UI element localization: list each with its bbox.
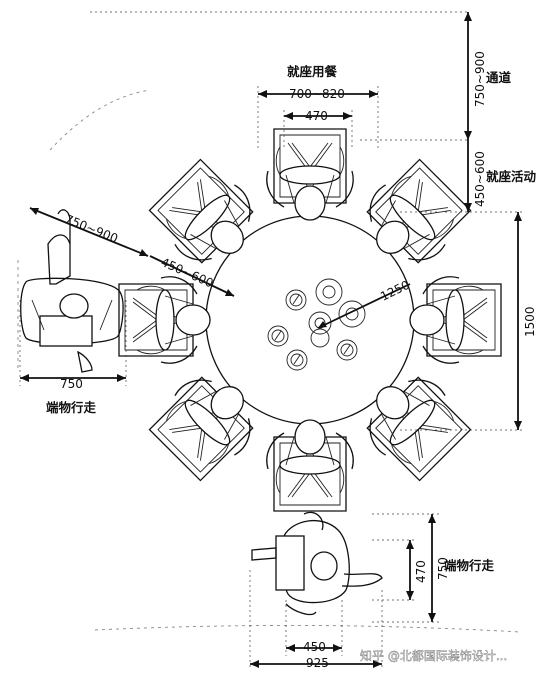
bottom-chair-depth-label: 470: [414, 560, 428, 583]
aisle-dim-label: 750~900: [473, 51, 487, 107]
carrying-walk-bottom-label: 端物行走: [444, 558, 495, 573]
radius-arrow: [318, 321, 327, 328]
left-walk-width-label: 750: [60, 377, 83, 391]
chairs-ring: [118, 128, 502, 512]
chair-bottom-right: [349, 359, 477, 487]
radius-line: [317, 283, 411, 329]
bottom-walk-depth-label: 750: [436, 557, 450, 580]
carrying-walk-left-label: 端物行走: [46, 400, 97, 415]
left-walking-person: [20, 209, 124, 373]
chair-bottom: [266, 419, 354, 512]
chair-top: [266, 128, 354, 221]
left-walk-dim-label: 750~900: [63, 212, 120, 246]
left-seat-dim-line: [149, 255, 235, 297]
chair-zone-dim-label: 700~820: [289, 87, 345, 101]
seat-activity-dim-label: 450~600: [473, 151, 487, 207]
side-span-dim-label: 1500: [523, 306, 537, 337]
chair-width-dim-label: 470: [305, 109, 328, 123]
table-dishes: [267, 278, 366, 371]
guide-arc-top-left: [49, 89, 151, 151]
bottom-walk-width-label: 925: [306, 656, 329, 670]
chair-left: [118, 276, 211, 364]
aisle-label: 通道: [486, 70, 512, 85]
chair-top-right: [349, 153, 477, 281]
watermark: 知乎 @北都国际装饰设计...: [360, 649, 507, 663]
left-walk-dim-line: [29, 207, 149, 257]
guide-arc-bottom: [94, 625, 521, 633]
chair-bottom-left: [143, 359, 271, 487]
seat-activity-label: 就座活动: [486, 169, 537, 184]
dining-seated-label: 就座用餐: [287, 64, 338, 79]
bottom-walking-person: [251, 511, 383, 616]
chair-right: [409, 276, 502, 364]
bottom-person-width-label: 450: [303, 640, 326, 654]
radius-label: 1250: [378, 278, 412, 304]
